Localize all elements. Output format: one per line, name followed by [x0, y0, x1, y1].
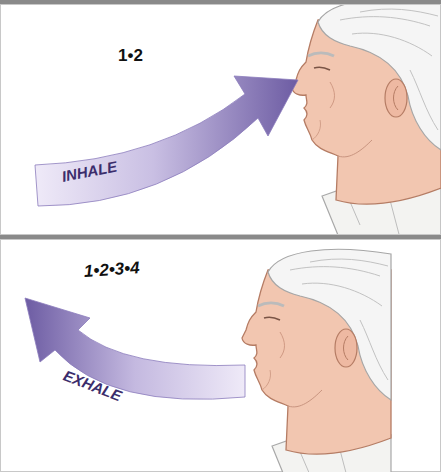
label-holder: 1•2: [118, 46, 143, 66]
count-label: 1•2•3•4: [83, 258, 140, 282]
count-label: 1•2: [118, 46, 143, 66]
label-holder: 1•2•3•4: [83, 258, 140, 282]
